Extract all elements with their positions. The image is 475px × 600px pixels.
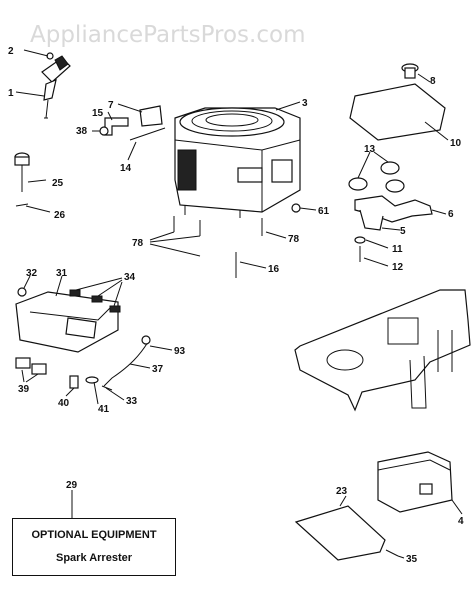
callout-34: 34	[124, 272, 136, 283]
callout-16: 16	[268, 264, 280, 275]
callout-29: 29	[66, 480, 78, 491]
callout-3: 3	[302, 98, 308, 109]
heat-shield-part	[294, 505, 399, 561]
callout-7: 7	[108, 100, 114, 111]
callout-26: 26	[54, 210, 66, 221]
spark-arrester-label: Spark Arrester	[55, 552, 133, 564]
callout-13: 13	[364, 144, 376, 155]
optional-equipment-title: OPTIONAL EQUIPMENT	[31, 529, 157, 541]
air-cleaner-part	[15, 287, 121, 375]
callout-31: 31	[56, 268, 68, 279]
muffler-part	[377, 451, 453, 513]
mounting-bolts-part	[173, 203, 301, 278]
callout-78-left: 78	[132, 238, 144, 249]
throttle-control-part	[41, 52, 71, 119]
callout-6: 6	[448, 209, 454, 220]
callout-labels: 2 1 3 7 15 38 14 25 26 8 10 13 6 5 11 12…	[8, 46, 464, 565]
callout-11: 11	[392, 244, 403, 255]
callout-38: 38	[76, 126, 88, 137]
exhaust-pipes-part	[348, 161, 433, 262]
callout-35: 35	[406, 554, 418, 565]
callout-37: 37	[152, 364, 164, 375]
chassis-plate-part	[294, 289, 471, 412]
leader-lines	[15, 49, 463, 559]
callout-23: 23	[336, 486, 348, 497]
callout-1: 1	[8, 88, 14, 99]
callout-41: 41	[98, 404, 110, 415]
callout-32: 32	[26, 268, 38, 279]
callout-2: 2	[8, 46, 14, 57]
optional-equipment-box: OPTIONAL EQUIPMENT Spark Arrester	[12, 518, 176, 576]
callout-78-right: 78	[288, 234, 300, 245]
callout-5: 5	[400, 226, 406, 237]
callout-39: 39	[18, 384, 30, 395]
callout-4: 4	[458, 516, 464, 527]
callout-93: 93	[174, 346, 186, 357]
callout-15: 15	[92, 108, 104, 119]
fuel-fittings-part	[99, 105, 166, 141]
callout-40: 40	[58, 398, 70, 409]
callout-10: 10	[450, 138, 462, 149]
watermark: AppliancePartsPros.com	[30, 22, 305, 48]
callout-33: 33	[126, 396, 138, 407]
callout-61: 61	[318, 206, 330, 217]
dipstick-part	[14, 152, 30, 207]
cover-part	[349, 63, 446, 141]
callout-14: 14	[120, 163, 132, 174]
callout-8: 8	[430, 76, 436, 87]
callout-12: 12	[392, 262, 404, 273]
engine-part	[174, 107, 301, 218]
callout-25: 25	[52, 178, 64, 189]
